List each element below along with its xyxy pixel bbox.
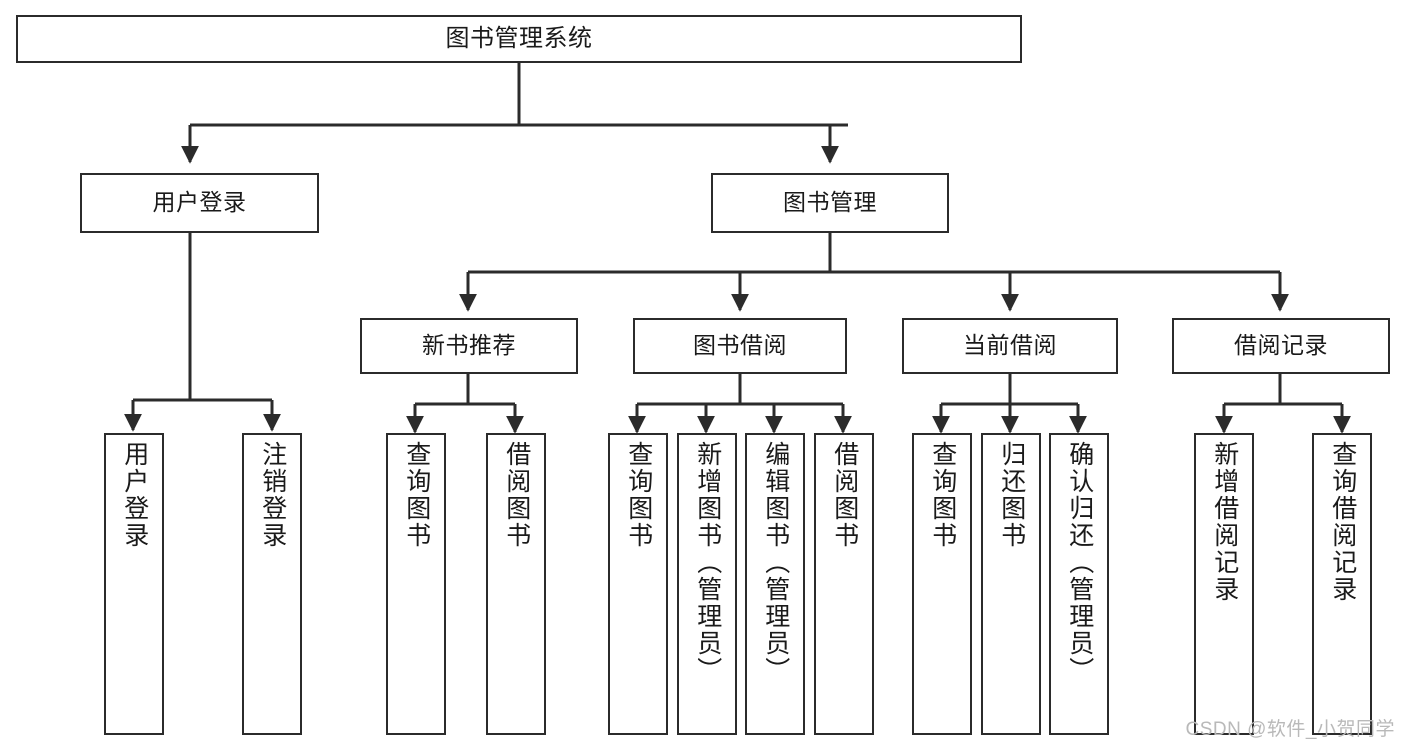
- leaf-borrow-borrow-book[interactable]: 借阅图书: [814, 433, 874, 735]
- leaf-current-query-book[interactable]: 查询图书: [912, 433, 972, 735]
- node-label: 查询图书: [624, 441, 653, 549]
- node-label: 归还图书: [997, 441, 1026, 549]
- leaf-recommend-borrow-book[interactable]: 借阅图书: [486, 433, 546, 735]
- node-label: 查询借阅记录: [1328, 441, 1357, 603]
- node-book-management[interactable]: 图书管理: [711, 173, 949, 233]
- node-label: 注销登录: [258, 441, 287, 549]
- leaf-borrow-add-book-admin[interactable]: 新增图书（管理员）: [677, 433, 737, 735]
- leaf-record-add-record[interactable]: 新增借阅记录: [1194, 433, 1254, 735]
- node-label: 查询图书: [928, 441, 957, 549]
- node-label: 借阅图书: [830, 441, 859, 549]
- node-label: 编辑图书（管理员）: [761, 441, 790, 684]
- leaf-borrow-query-book[interactable]: 查询图书: [608, 433, 668, 735]
- leaf-record-query-record[interactable]: 查询借阅记录: [1312, 433, 1372, 735]
- node-user-login[interactable]: 用户登录: [80, 173, 319, 233]
- node-current-borrow[interactable]: 当前借阅: [902, 318, 1118, 374]
- node-book-borrow[interactable]: 图书借阅: [633, 318, 847, 374]
- node-label: 图书借阅: [693, 332, 787, 359]
- node-label: 图书管理系统: [445, 24, 593, 52]
- leaf-current-return-book[interactable]: 归还图书: [981, 433, 1041, 735]
- node-label: 新增图书（管理员）: [693, 441, 722, 684]
- node-new-book-recommend[interactable]: 新书推荐: [360, 318, 578, 374]
- node-label: 当前借阅: [963, 332, 1057, 359]
- node-label: 图书管理: [783, 189, 877, 216]
- leaf-current-confirm-return-admin[interactable]: 确认归还（管理员）: [1049, 433, 1109, 735]
- leaf-user-login-login[interactable]: 用户登录: [104, 433, 164, 735]
- leaf-borrow-edit-book-admin[interactable]: 编辑图书（管理员）: [745, 433, 805, 735]
- leaf-user-login-logout[interactable]: 注销登录: [242, 433, 302, 735]
- node-label: 借阅记录: [1234, 332, 1328, 359]
- node-label: 借阅图书: [502, 441, 531, 549]
- node-root-system[interactable]: 图书管理系统: [16, 15, 1022, 63]
- node-borrow-record[interactable]: 借阅记录: [1172, 318, 1390, 374]
- watermark-text: CSDN @软件_小贺同学: [1185, 719, 1395, 740]
- leaf-recommend-query-book[interactable]: 查询图书: [386, 433, 446, 735]
- node-label: 新增借阅记录: [1210, 441, 1239, 603]
- node-label: 查询图书: [402, 441, 431, 549]
- node-label: 用户登录: [152, 189, 247, 216]
- node-label: 确认归还（管理员）: [1065, 441, 1094, 684]
- node-label: 新书推荐: [422, 332, 516, 359]
- node-label: 用户登录: [120, 441, 149, 549]
